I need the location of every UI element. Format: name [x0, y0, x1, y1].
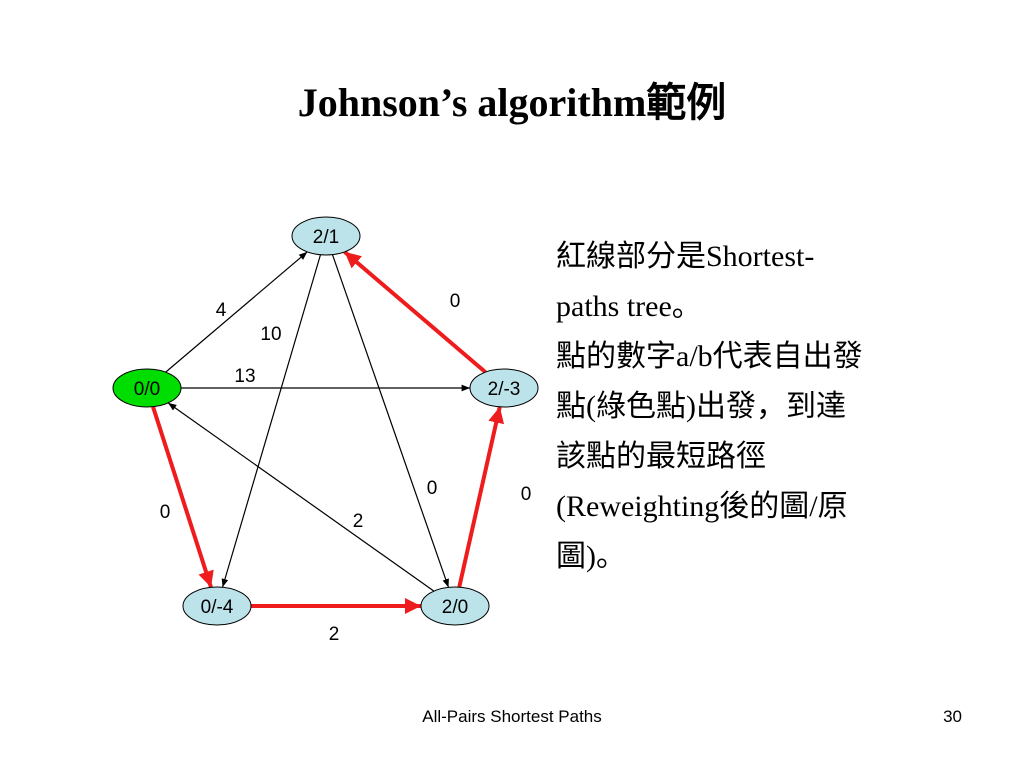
- edge-weight-label: 2: [329, 624, 340, 645]
- edge-weight-label: 2: [353, 511, 364, 532]
- graph-edge: [221, 254, 322, 588]
- graph-node: [420, 586, 490, 626]
- edge-weight-label: 0: [427, 478, 438, 499]
- slide-title: Johnson’s algorithm範例: [297, 80, 727, 125]
- graph-node: [182, 586, 252, 626]
- node-label: 2/0: [442, 597, 468, 618]
- edge-weight-label: 0: [521, 484, 532, 505]
- edge-weight-label: 4: [216, 300, 227, 321]
- description-line: 紅線部分是Shortest-: [556, 240, 815, 273]
- description-line: 點(綠色點)出發，到達: [556, 390, 846, 423]
- tree-edge: [151, 406, 214, 588]
- node-label: 0/-4: [201, 597, 234, 618]
- description-line: (Reweighting後的圖/原: [556, 490, 848, 523]
- node-label: 0/0: [134, 379, 160, 400]
- graph-node: [469, 368, 539, 408]
- edge-weight-label: 0: [450, 291, 461, 312]
- tree-edge: [457, 406, 505, 588]
- description-line: paths tree。: [556, 290, 702, 323]
- graph-edge: [331, 254, 450, 588]
- page-number: 30: [943, 707, 962, 726]
- source-node: [112, 368, 182, 408]
- description-line: 圖)。: [556, 540, 626, 573]
- edge-weight-label: 0: [160, 502, 171, 523]
- graph-edge: [165, 251, 308, 373]
- node-label: 2/1: [313, 227, 339, 248]
- tree-edge: [343, 250, 487, 374]
- graph-node: [291, 216, 361, 256]
- graph-edge: [167, 402, 435, 592]
- edge-weight-label: 13: [234, 366, 255, 387]
- description-text: 紅線部分是Shortest- paths tree。 點的數字a/b代表自出發 …: [556, 232, 976, 582]
- description-line: 點的數字a/b代表自出發: [556, 340, 863, 373]
- node-label: 2/-3: [488, 379, 521, 400]
- edge-weight-label: 10: [260, 324, 281, 345]
- footer-title: All-Pairs Shortest Paths: [422, 707, 602, 726]
- description-line: 該點的最短路徑: [556, 440, 766, 473]
